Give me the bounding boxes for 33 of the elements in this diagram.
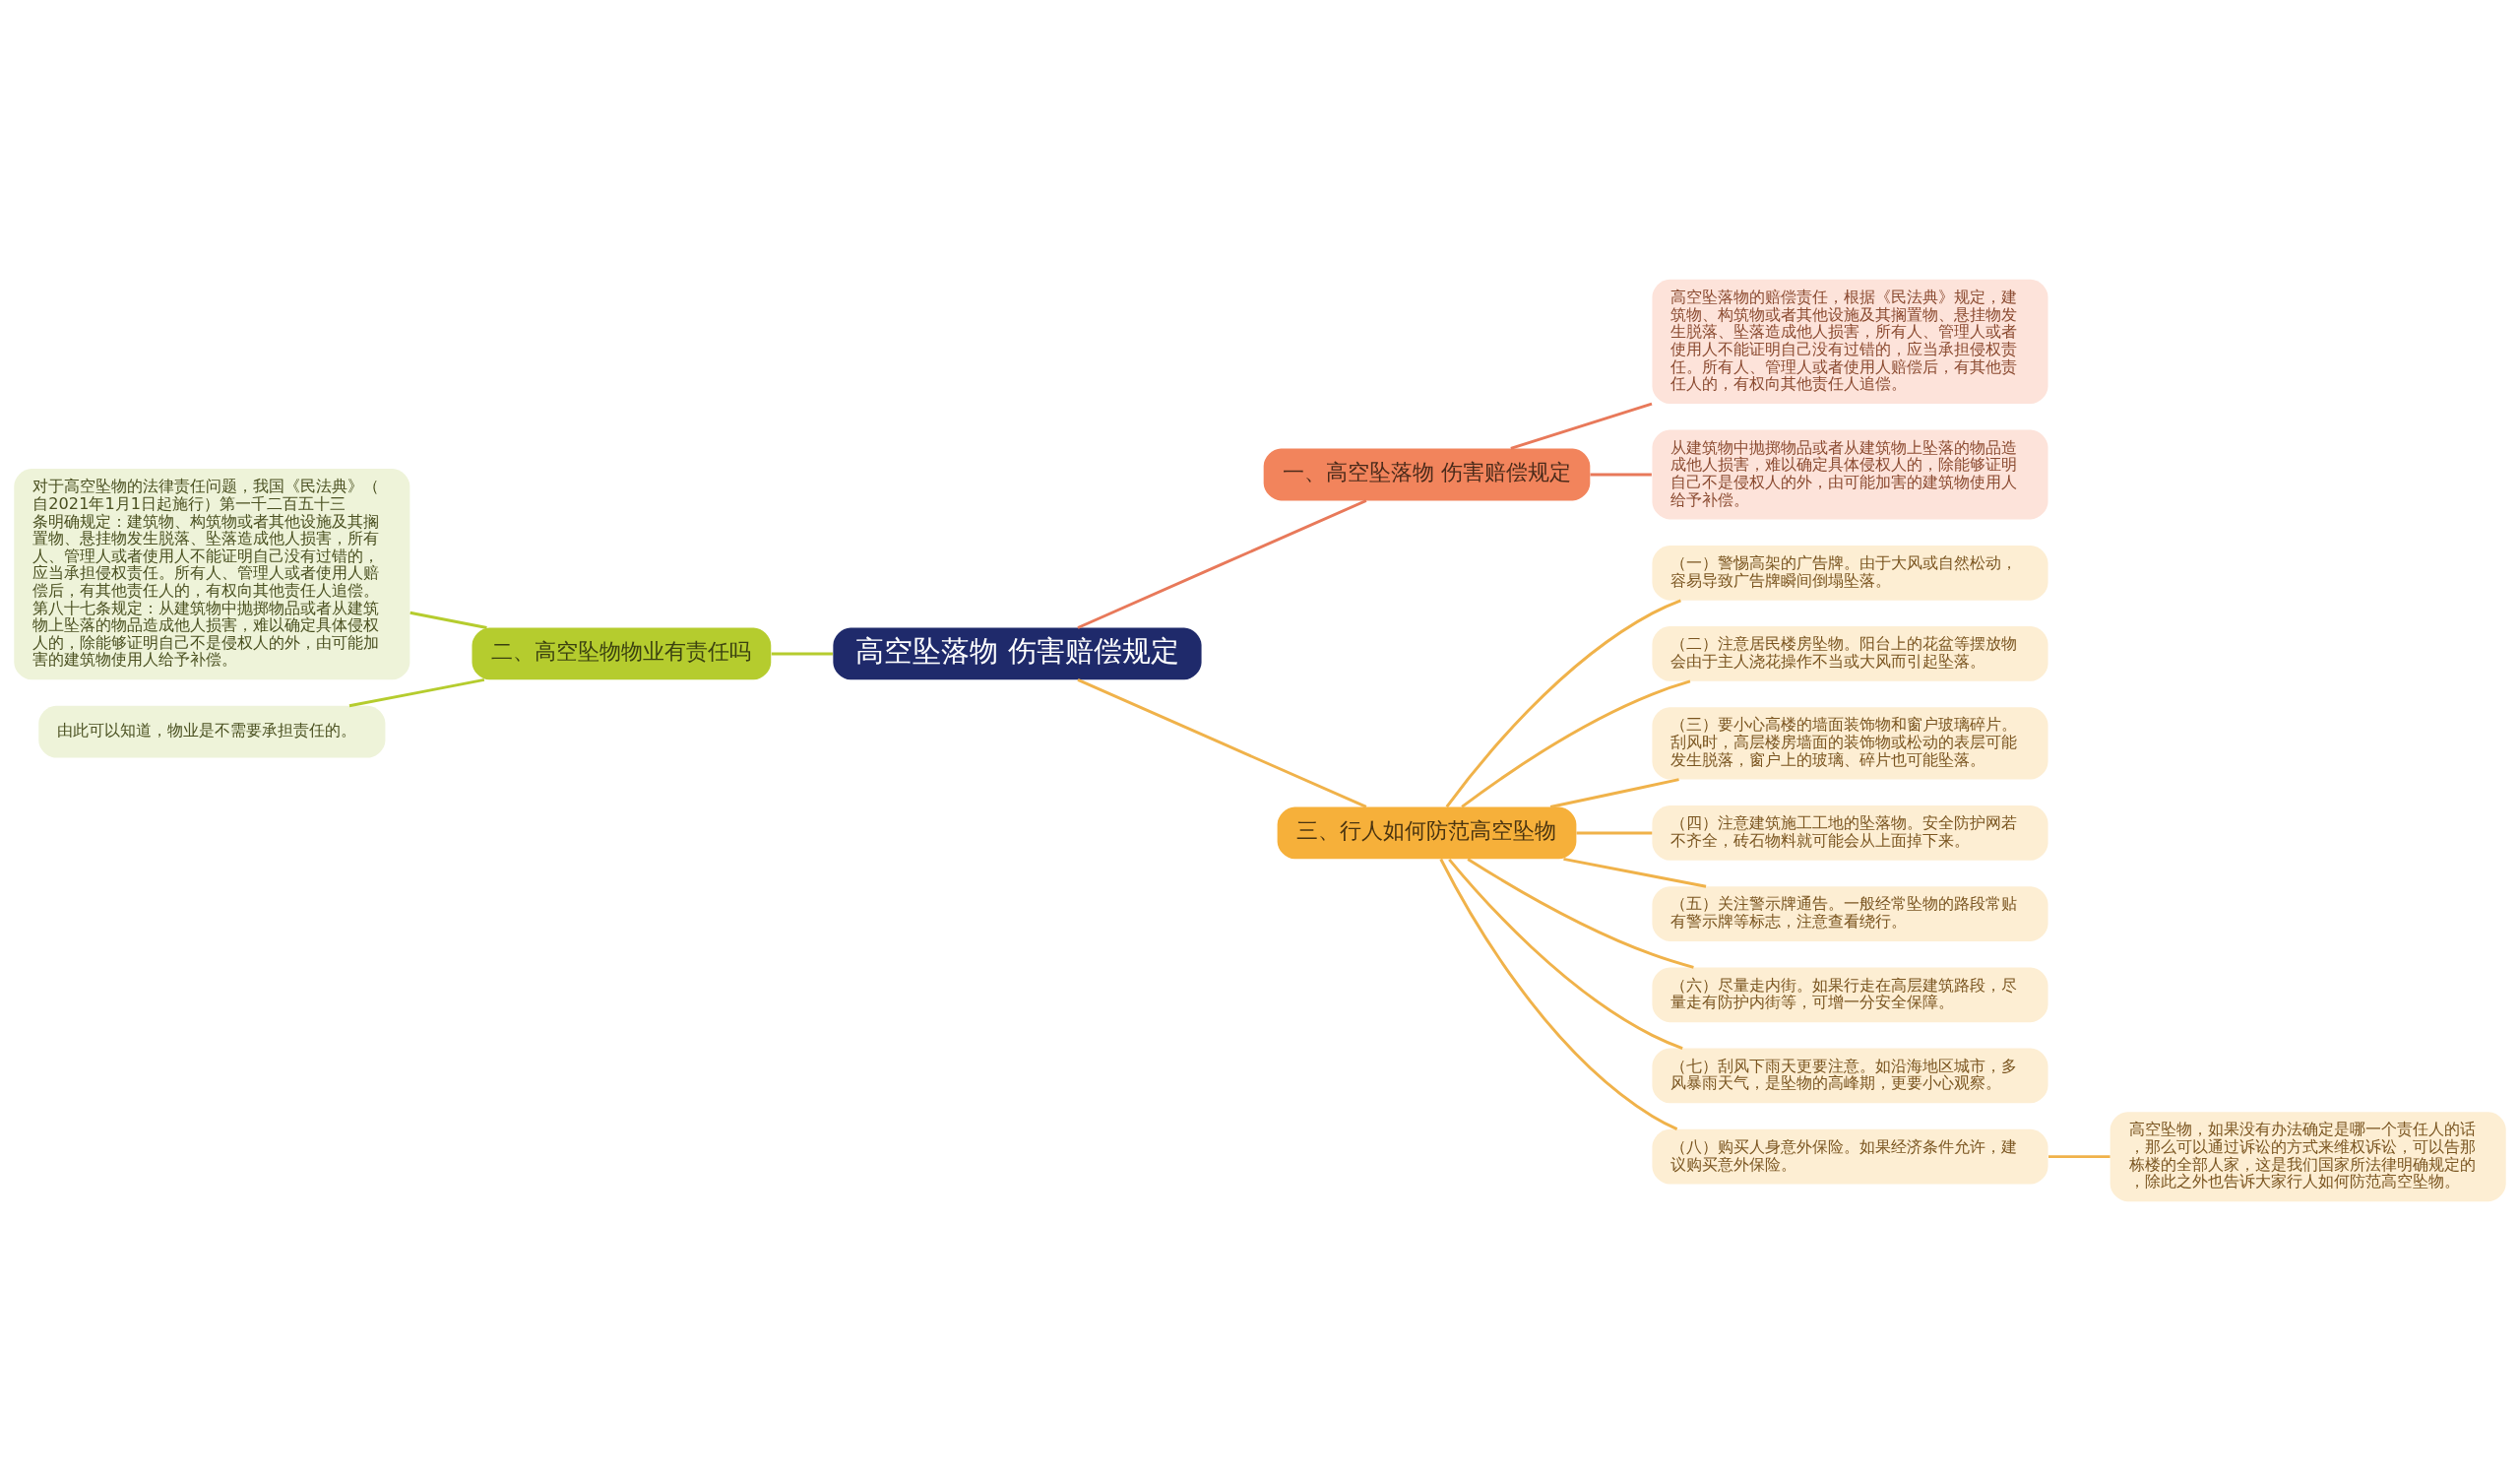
node-box: 对于高空坠物的法律责任问题，我国《民法典》（自2021年1月1日起施行）第一千二百五十三条明确规定：建筑物、构筑物或者其他设施及其搁置物、悬挂物发生脱落、坠落造成他人损害，所有人、管理人或者使用人不能证明自己没有过错的，应当承担侵权责任。所有人、管理人或者使用人赔偿后，有其他责任人的，有权向其他责任人追偿。第八十七条规定：从建筑物中抛掷物品或者从建筑物上坠落的物品造成他人损害，难以确定具体侵权人的，除能够证明自己不是侵权人的外，由可能加害的建筑物使用人给予补偿。 xyxy=(14,468,410,679)
connector xyxy=(1563,857,1707,888)
connector xyxy=(1467,857,1694,969)
node-box: （三）要小心高楼的墙面装饰物和窗户玻璃碎片。刮风时，高层楼房墙面的装饰物或松动的表层可能发生脱落，窗户上的玻璃、碎片也可能坠落。 xyxy=(1652,706,2048,780)
connector xyxy=(1590,473,1652,476)
node-box: （八）购买人身意外保险。如果经济条件允许，建议购买意外保险。 xyxy=(1652,1128,2048,1184)
node-box: （一）警惕高架的广告牌。由于大风或自然松动，容易导致广告牌瞬间倒塌坠落。 xyxy=(1652,545,2048,601)
connector xyxy=(1077,677,1367,808)
node-box: 二、高空坠物物业有责任吗 xyxy=(472,627,772,679)
node-box: 高空坠落物的赔偿责任，根据《民法典》规定，建筑物、构筑物或者其他设施及其搁置物、悬挂物发生脱落、坠落造成他人损害，所有人、管理人或者使用人不能证明自己没有过错的，应当承担侵权责任。所有人、管理人或者使用人赔偿后，有其他责任人的，有权向其他责任人追偿。 xyxy=(1652,279,2048,404)
node-box: 一、高空坠落物 伤害赔偿规定 xyxy=(1263,448,1591,500)
connector xyxy=(1576,830,1653,834)
connector xyxy=(1439,858,1678,1130)
node-box: 高空坠落物 伤害赔偿规定 xyxy=(833,627,1202,679)
connector xyxy=(1445,598,1681,807)
node-box: 从建筑物中抛掷物品或者从建筑物上坠落的物品造成他人损害，难以确定具体侵权人的，除能够证明自己不是侵权人的外，由可能加害的建筑物使用人给予补偿。 xyxy=(1652,429,2048,519)
connector xyxy=(771,652,833,655)
node-box: 由此可以知道，物业是不需要承担责任的。 xyxy=(38,705,386,758)
connector xyxy=(1510,402,1653,450)
connector xyxy=(1549,777,1679,808)
connector xyxy=(1448,858,1683,1050)
connector xyxy=(1077,498,1367,629)
node-box: 三、行人如何防范高空坠物 xyxy=(1277,806,1577,859)
node-box: （四）注意建筑施工工地的坠落物。安全防护网若不齐全，砖石物料就可能会从上面掉下来。 xyxy=(1652,804,2048,861)
connector xyxy=(348,677,485,707)
node-box: （五）关注警示牌通告。一般经常坠物的路段常贴有警示牌等标志，注意查看绕行。 xyxy=(1652,885,2048,941)
connector xyxy=(2048,1154,2110,1158)
connector xyxy=(410,611,487,629)
node-box: （二）注意居民楼房坠物。阳台上的花盆等摆放物会由于主人浇花操作不当或大风而引起坠落。 xyxy=(1652,625,2048,681)
node-box: 高空坠物，如果没有办法确定是哪一个责任人的话，那么可以通过诉讼的方式来维权诉讼，可以告那栋楼的全部人家，这是我们国家所法律明确规定的，除此之外也告诉大家行人如何防范高空坠物。 xyxy=(2110,1111,2506,1201)
node-box: （六）尽量走内街。如果行走在高层建筑路段，尽量走有防护内街等，可增一分安全保障。 xyxy=(1652,966,2048,1022)
connector xyxy=(1461,679,1691,808)
node-box: （七）刮风下雨天更要注意。如沿海地区城市，多风暴雨天气，是坠物的高峰期，更要小心观察。 xyxy=(1652,1048,2048,1103)
